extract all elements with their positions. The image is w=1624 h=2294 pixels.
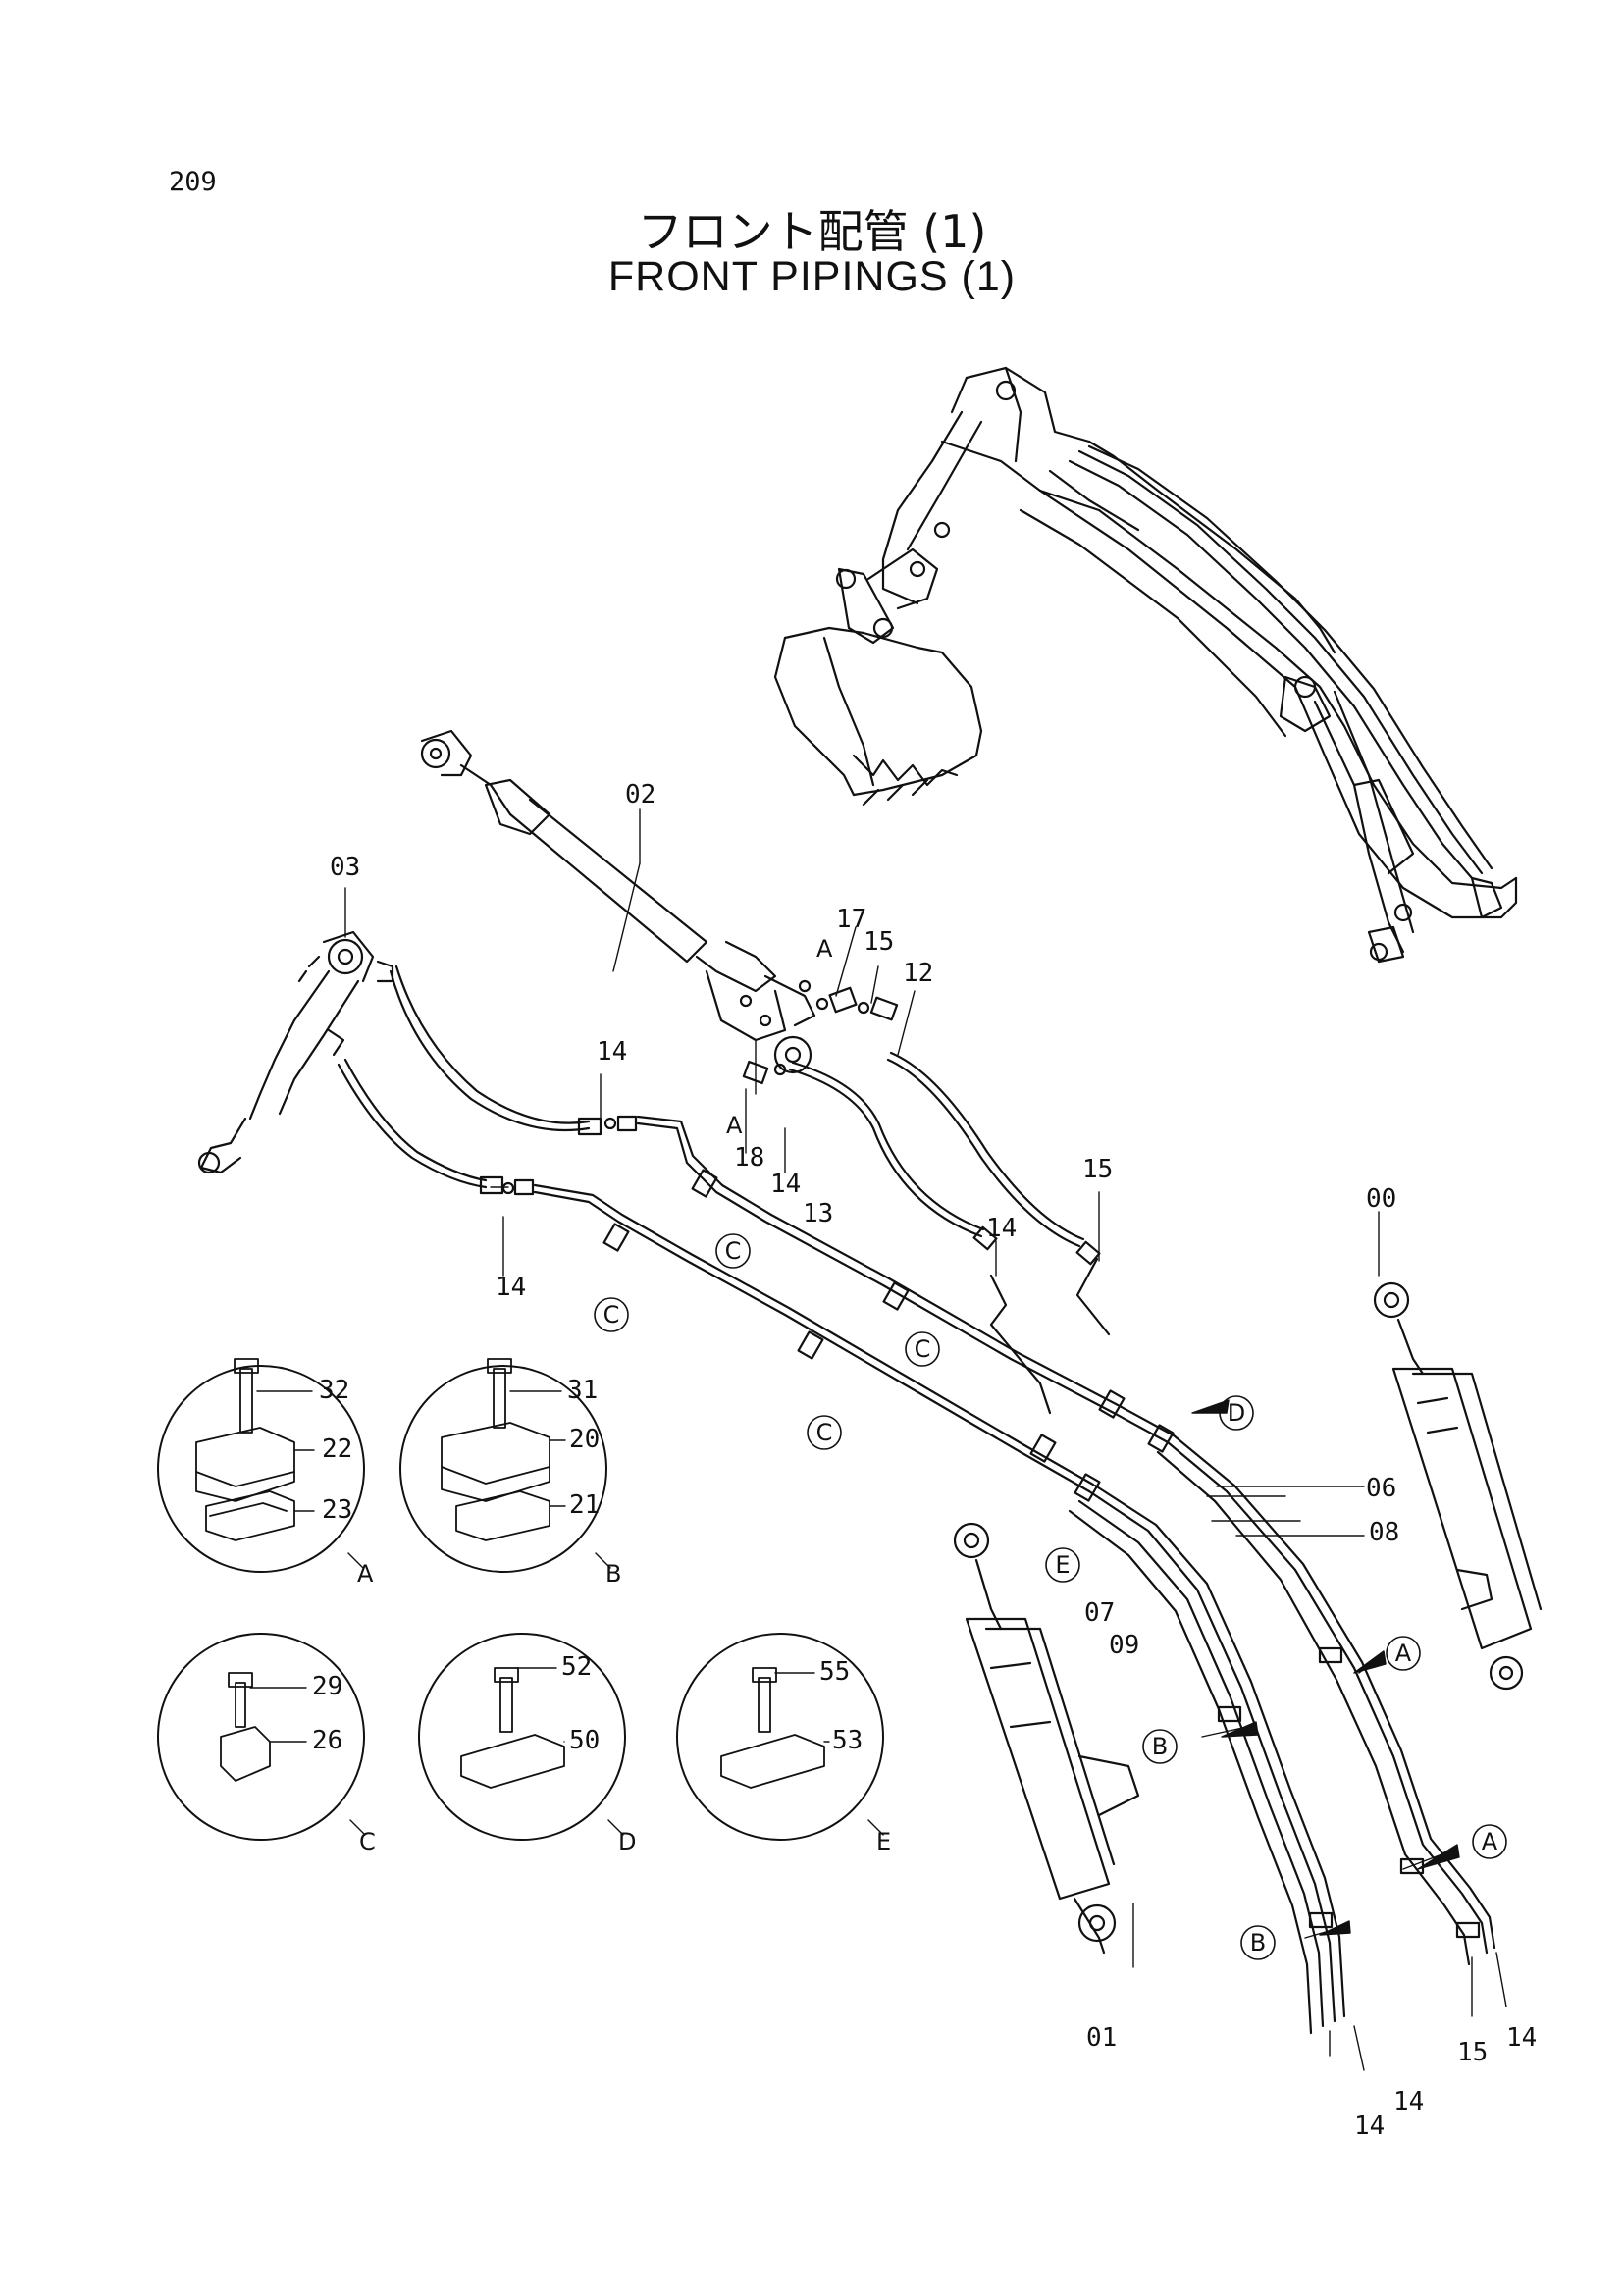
label-18: 18	[734, 1143, 764, 1173]
label-03: 03	[330, 853, 360, 882]
callout-c-3: C	[816, 1419, 833, 1446]
detail-label-b: B	[605, 1560, 621, 1588]
label-53: 53	[832, 1726, 863, 1755]
callout-letters: C C C C D E A A B B	[603, 1237, 1498, 1956]
callout-d: D	[1228, 1399, 1245, 1427]
detail-a-parts	[195, 1358, 295, 1541]
cylinder-02	[420, 729, 816, 1074]
label-14-g: 14	[1506, 2023, 1537, 2053]
label-14-e: 14	[1354, 2112, 1385, 2141]
callout-b-1: B	[1152, 1733, 1168, 1760]
label-06: 06	[1366, 1474, 1396, 1503]
label-08: 08	[1369, 1518, 1399, 1547]
ref-a-lower: A	[726, 1112, 743, 1139]
label-15-a: 15	[864, 927, 894, 957]
label-55: 55	[819, 1657, 850, 1687]
label-14-a: 14	[597, 1037, 627, 1067]
title-english: FRONT PIPINGS (1)	[607, 253, 1017, 300]
callout-circles	[594, 1233, 1507, 1960]
callout-a-2: A	[1482, 1828, 1498, 1855]
fittings	[479, 986, 1101, 1266]
part-number-labels: 00 01 02 03 06 07 08 09 12 13 14 14 14 1…	[312, 780, 1537, 2141]
leader-lines	[344, 808, 1507, 2071]
callout-b-2: B	[1250, 1929, 1266, 1956]
label-52: 52	[561, 1652, 592, 1682]
detail-label-d: D	[618, 1828, 636, 1855]
detail-c-parts	[220, 1672, 271, 1782]
ref-a-upper: A	[816, 935, 833, 963]
detail-label-e: E	[876, 1828, 891, 1855]
callout-c-4: C	[915, 1335, 931, 1363]
label-07: 07	[1084, 1598, 1115, 1628]
excavator-front-illustration	[773, 366, 1518, 964]
label-15-c: 15	[1457, 2038, 1488, 2067]
cylinder-03	[197, 930, 394, 1174]
page-number: 209	[169, 167, 217, 197]
label-14-d: 14	[986, 1214, 1017, 1243]
cylinder-01	[953, 1522, 1140, 1955]
callout-pointers	[1191, 1399, 1460, 1936]
label-14-c: 14	[496, 1273, 526, 1302]
label-02: 02	[625, 780, 655, 809]
detail-label-a: A	[357, 1560, 374, 1588]
callout-e: E	[1055, 1551, 1070, 1579]
detail-b-parts	[441, 1358, 550, 1541]
label-09: 09	[1109, 1631, 1139, 1660]
label-21: 21	[569, 1490, 600, 1520]
cylinder-00	[1373, 1281, 1543, 1691]
label-32: 32	[319, 1376, 349, 1405]
detail-view-letters: A B C D E	[357, 1560, 891, 1855]
label-29: 29	[312, 1672, 342, 1701]
pipe-clamps	[602, 1169, 1481, 1939]
label-12: 12	[903, 959, 933, 988]
label-31: 31	[567, 1376, 598, 1405]
callout-c-1: C	[603, 1301, 620, 1329]
detail-e-parts	[720, 1667, 825, 1789]
label-22: 22	[322, 1434, 352, 1464]
label-23: 23	[322, 1495, 352, 1525]
label-00: 00	[1366, 1184, 1396, 1214]
detail-circles	[157, 1365, 884, 1841]
label-13: 13	[803, 1199, 833, 1228]
detail-label-c: C	[359, 1828, 376, 1855]
label-14-b: 14	[770, 1170, 801, 1199]
title-japanese: フロント配管 (1)	[637, 205, 987, 258]
label-50: 50	[569, 1726, 600, 1755]
label-01: 01	[1086, 2023, 1117, 2053]
label-26: 26	[312, 1726, 342, 1755]
label-20: 20	[569, 1425, 600, 1454]
label-17: 17	[836, 905, 866, 934]
callout-a-1: A	[1395, 1640, 1412, 1667]
callout-c-2: C	[725, 1237, 742, 1265]
label-14-f: 14	[1393, 2087, 1424, 2116]
hoses-and-pipes	[337, 965, 1496, 2035]
detail-d-parts	[460, 1667, 565, 1789]
fitting-ref-letters: A A	[726, 935, 833, 1139]
label-15-b: 15	[1082, 1155, 1113, 1184]
